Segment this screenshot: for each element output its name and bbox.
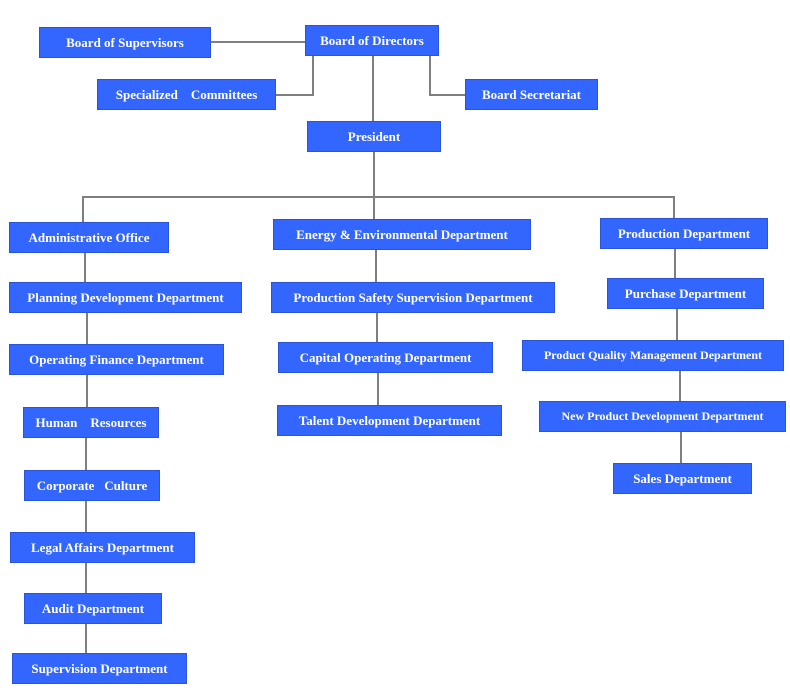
connector-board-of-directors-to-board-secretariat: [429, 56, 465, 96]
production-department-box: Production Department: [600, 218, 768, 249]
legal-affairs-department-box: Legal Affairs Department: [10, 532, 195, 563]
production-safety-supervision-department-box: Production Safety Supervision Department: [271, 282, 555, 313]
audit-department-box: Audit Department: [24, 593, 162, 624]
board-of-supervisors-box: Board of Supervisors: [39, 27, 211, 58]
planning-development-department-box: Planning Development Department: [9, 282, 242, 313]
connector-board-of-directors-to-specialized-committees: [276, 56, 314, 96]
board-of-directors-box: Board of Directors: [305, 25, 439, 56]
new-product-development-department-box: New Product Development Department: [539, 401, 786, 432]
capital-operating-department-box: Capital Operating Department: [278, 342, 493, 373]
supervision-department-box: Supervision Department: [12, 653, 187, 684]
talent-development-department-box: Talent Development Department: [277, 405, 502, 436]
human-resources-box: Human Resources: [23, 407, 159, 438]
operating-finance-department-box: Operating Finance Department: [9, 344, 224, 375]
sales-department-box: Sales Department: [613, 463, 752, 494]
product-quality-management-department-box: Product Quality Management Department: [522, 340, 784, 371]
corporate-culture-box: Corporate Culture: [24, 470, 160, 501]
president-box: President: [307, 121, 441, 152]
specialized-committees-box: Specialized Committees: [97, 79, 276, 110]
connector-president-to-administrative-office: [82, 152, 375, 222]
board-secretariat-box: Board Secretariat: [465, 79, 598, 110]
administrative-office-box: Administrative Office: [9, 222, 169, 253]
connector-president-to-production-department: [374, 196, 675, 218]
purchase-department-box: Purchase Department: [607, 278, 764, 309]
energy-environmental-department-box: Energy & Environmental Department: [273, 219, 531, 250]
